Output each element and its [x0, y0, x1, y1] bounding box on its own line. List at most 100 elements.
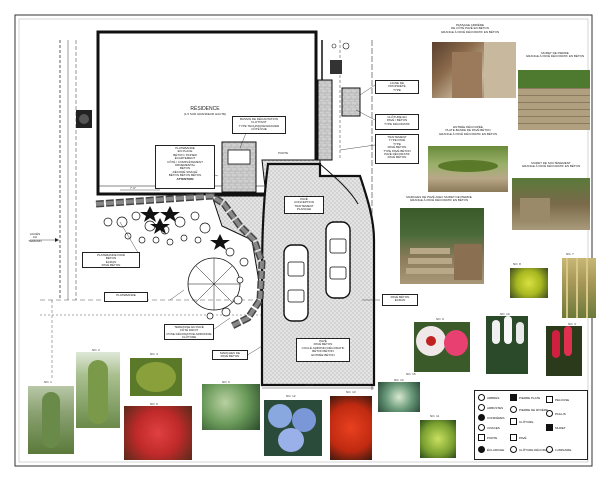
label-left-bed: PLATEBANDE PAVÉ BÉTON ÉCRAN PAVÉ BÉTON	[82, 252, 140, 268]
legend-label-cloture-deco: CLÔTURE DÉCORATIVE	[519, 447, 554, 452]
legend-item-pave: PAVÉ	[510, 434, 527, 441]
plant-tag-6: NO. 6	[222, 380, 230, 384]
photo-plant-weeping-larch	[76, 352, 120, 428]
side-steps	[341, 87, 361, 117]
photo-curved-entry	[428, 146, 508, 192]
plant-tag-2: NO. 2	[92, 348, 100, 352]
label-right-2-text: CLÔTURE EN PAVÉ / BÉTON TYPE DÉCORATIF	[384, 115, 410, 126]
conifer-symbol-icon	[478, 414, 485, 421]
fence-symbol-icon	[510, 418, 517, 425]
photo-plant-grass	[562, 258, 596, 318]
side-utility-box	[330, 60, 342, 74]
plant-tag-5: NO. 5	[150, 402, 158, 406]
small-tree-1	[342, 42, 350, 50]
sheet-inner-border	[18, 18, 589, 463]
label-left-bed-text: PLATEBANDE PAVÉ BÉTON ÉCRAN PAVÉ BÉTON	[96, 253, 125, 268]
legend-box	[474, 390, 588, 460]
legend-item-paillis: PAILLIS	[546, 410, 566, 417]
stone-wall-inner	[95, 193, 265, 328]
legend-item-coniferes: CONIFÈRES	[478, 414, 505, 421]
label-attention-text: ATTENTION	[176, 176, 194, 181]
legend-label-coniferes: CONIFÈRES	[487, 415, 505, 420]
plant-tag-13: NO. 13	[346, 390, 356, 394]
label-right-1: LIGNE DE PROPRIÉTÉ TYPE	[375, 80, 419, 94]
photo-caption-5: MARCHES DE PAVÉ AVEC MURET DE PIERRE GRA…	[406, 195, 472, 203]
legend-item-arbres: ARBRES	[478, 394, 499, 401]
label-driveway-low-text: PAVÉ PAVÉ BÉTON COULÉ ARRONDI DÉCORATIF …	[301, 339, 345, 357]
legend-item-pierre-riviere: PIERRE DE RIVIÈRE	[510, 406, 548, 413]
entry-landing	[227, 149, 251, 165]
perennial-symbol-icon	[478, 424, 485, 431]
photo-caption-1: PASSAGE ARRIÈRE DE CÔTÉ PAVÉ EN BÉTON GR…	[440, 23, 500, 34]
legend-item-pierre-plate: PIERRE PLATE	[510, 394, 540, 401]
car-right	[325, 221, 351, 299]
legend-label-pelouse: PELOUSE	[555, 397, 570, 402]
legend-item-cloture: CLÔTURE	[510, 418, 533, 425]
legend-label-vivaces: VIVACES	[487, 425, 500, 430]
access-arrow-head	[55, 238, 59, 242]
legend-item-vivaces: VIVACES	[478, 424, 500, 431]
label-right-1-text: LIGNE DE PROPRIÉTÉ TYPE	[388, 81, 406, 92]
label-platebande: PLATEBANDE EN PLACE BÉTON / PAPIER ÉCART…	[155, 145, 215, 189]
photo-stone-wall	[518, 70, 590, 130]
label-stairs: MARCHES DE PAVÉ BÉTON	[212, 350, 248, 360]
tree-symbol-icon	[478, 394, 485, 401]
plant-tag-9: NO. 9	[436, 317, 444, 321]
door-symbol-icon	[478, 434, 485, 441]
plant-tag-11: NO. 11	[430, 414, 440, 418]
label-bassin: BASSIN DE DÉCANTATION FLOTTANT TYPE TECH…	[232, 116, 286, 134]
plant-tag-10: NO. 10	[500, 312, 510, 316]
lamp-symbol-icon	[546, 446, 553, 453]
driveway-curve	[319, 163, 359, 205]
label-platebande-text: PLATEBANDE EN PLACE BÉTON / PAPIER ÉCART…	[167, 146, 203, 178]
plant-tag-3: NO. 3	[568, 322, 576, 326]
flat-stone-symbol-icon	[510, 394, 517, 401]
legend-item-eclairage: ÉCLAIRAGE	[478, 446, 504, 453]
photo-caption-3: ENTRÉE DÉCOUPÉE PLATE-BANDE DE PAVÉ BÉTO…	[438, 125, 498, 136]
legend-label-muret: MURET	[555, 425, 566, 430]
photo-caption-2: MURET DE PIERRE GRANGE À PAVÉ DÉCORATIF …	[525, 51, 585, 59]
photo-side-passage	[432, 42, 516, 98]
river-stone-symbol-icon	[510, 406, 517, 413]
label-porte: PORTE	[278, 151, 289, 155]
label-right-4-text: PAVÉ BÉTON ÉCRAN	[390, 295, 410, 303]
label-right-3-text: TRAITEMENT TYPE PAVÉ TYPE PAVÉ BÉTON TYP…	[383, 135, 411, 160]
photo-plant-red-flowers	[330, 396, 372, 460]
label-right-2: CLÔTURE EN PAVÉ / BÉTON TYPE DÉCORATIF	[375, 114, 419, 130]
legend-item-arbustes: ARBUSTES	[478, 404, 503, 411]
light-symbol-icon	[478, 446, 485, 453]
legend-label-eclairage: ÉCLAIRAGE	[487, 447, 505, 452]
label-bottom-left: PLATEBANDE	[104, 292, 148, 302]
plant-tag-1: NO. 1	[44, 380, 52, 384]
legend-item-porte: PORTE	[478, 434, 497, 441]
photo-plant-yew	[130, 358, 182, 396]
sheet-border	[14, 14, 593, 467]
label-terrace: TERRASSE EN PAVÉ CÔTÉ DROIT POSE DÉCORAT…	[164, 324, 214, 340]
legend-item-muret: MURET	[546, 424, 566, 431]
label-pave: PAVÉ CONCEPTION TRAITEMENT PLANCHE	[284, 196, 324, 214]
photo-plant-hydrangea-blue	[264, 400, 322, 456]
photo-plant-weeping-tree	[28, 386, 74, 454]
photo-plant-hosta-lime	[420, 420, 456, 458]
residence-title: RÉSIDENCE	[190, 106, 220, 112]
legend-label-pierre-plate: PIERRE PLATE	[519, 395, 541, 400]
label-left-edge: ACCÈS AU TERRAIN	[28, 232, 42, 243]
legend-label-cloture: CLÔTURE	[519, 419, 534, 424]
photo-plant-burning-bush	[124, 406, 192, 460]
ac-fan	[79, 114, 89, 124]
photo-steps-wall	[400, 208, 484, 284]
label-bottom-left-text: PLATEBANDE	[116, 293, 136, 297]
small-tree-2	[331, 43, 337, 49]
legend-item-cloture-deco: CLÔTURE DÉCORATIVE	[510, 446, 553, 453]
plant-tag-8: NO. 8	[513, 262, 521, 266]
legend-item-pelouse: PELOUSE	[546, 396, 569, 403]
photo-plant-hydrangea-white	[202, 384, 260, 430]
label-pave-text: PAVÉ CONCEPTION TRAITEMENT PLANCHE	[293, 197, 314, 212]
driveway	[260, 162, 376, 387]
label-right-3: TRAITEMENT TYPE PAVÉ TYPE PAVÉ BÉTON TYP…	[375, 134, 419, 164]
label-right-4: PAVÉ BÉTON ÉCRAN	[382, 294, 418, 306]
deco-fence-symbol-icon	[510, 446, 517, 453]
tree-branches	[188, 258, 240, 310]
